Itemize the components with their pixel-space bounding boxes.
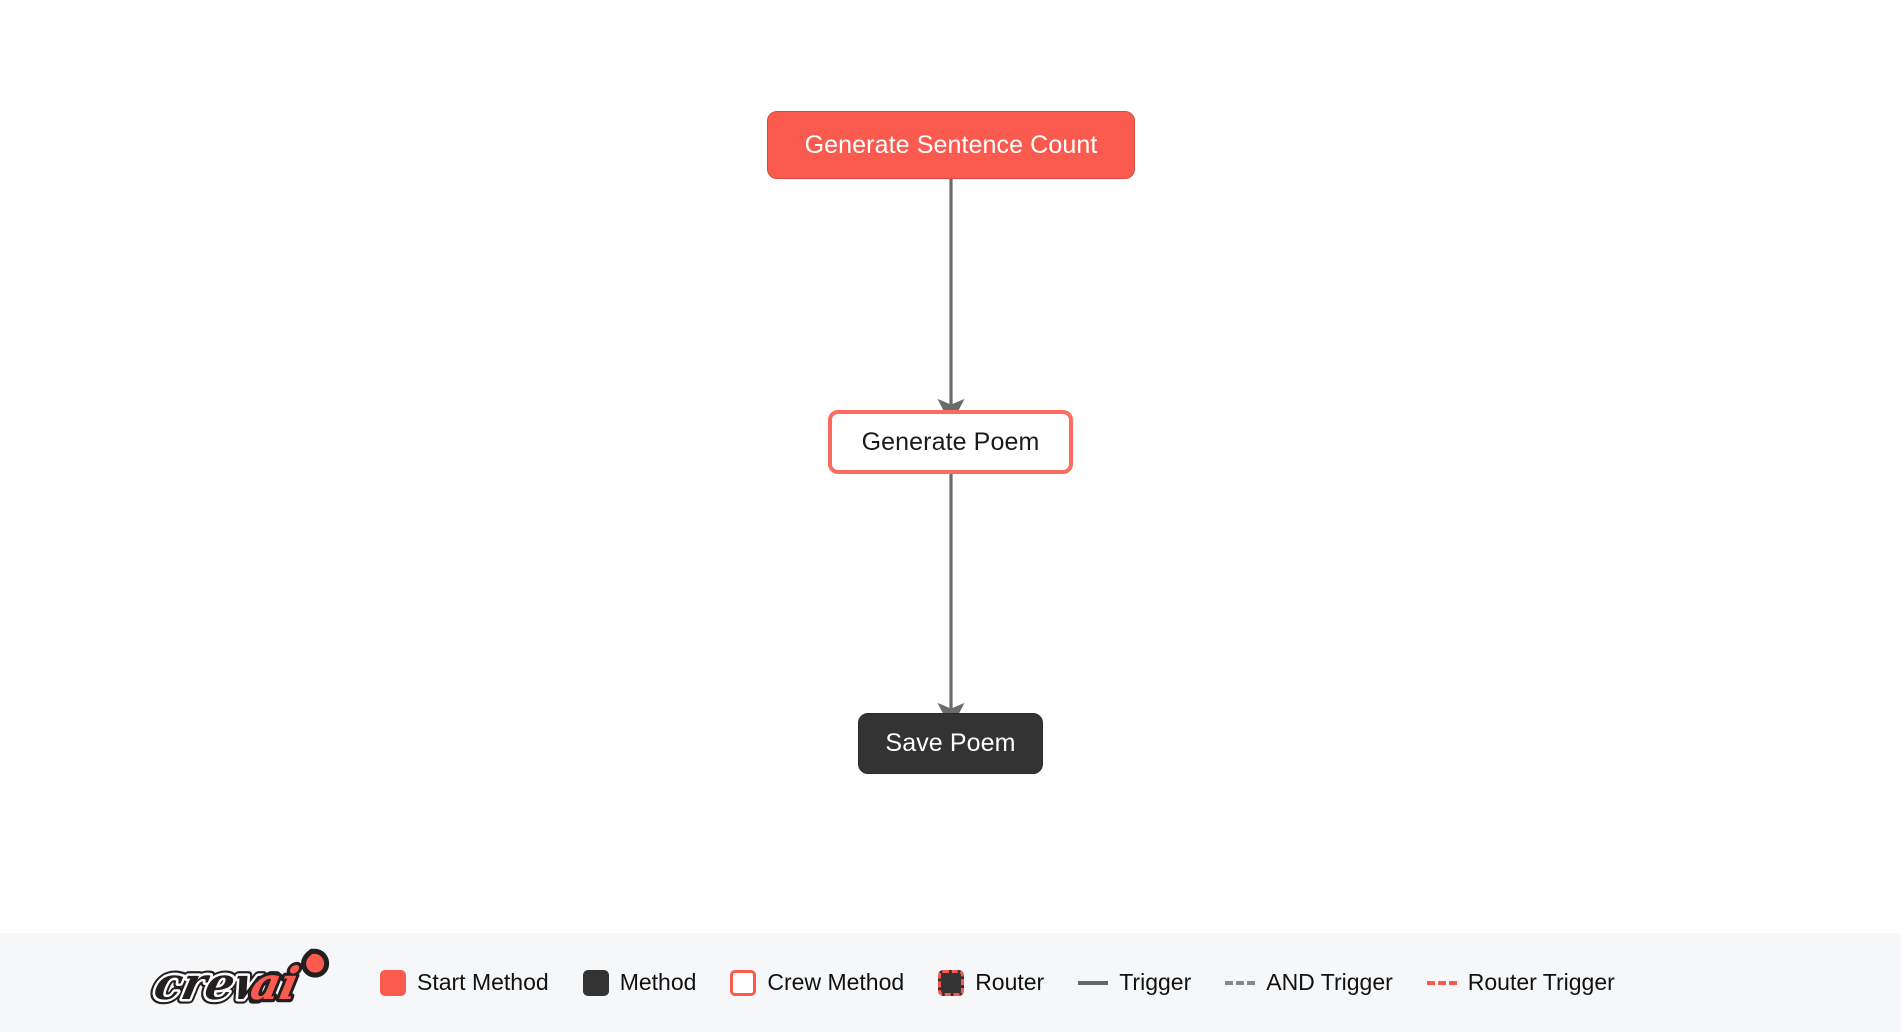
legend-item-router[interactable]: Router [938,969,1045,996]
legend-item-crew-method[interactable]: Crew Method [730,969,905,996]
legend-item-method[interactable]: Method [582,969,697,996]
router-swatch-icon [938,969,965,996]
router-trigger-line-icon [1426,980,1457,985]
legend-items: Start Method Method Crew Method Router T… [380,969,1615,996]
node-save-poem[interactable]: Save Poem [858,713,1043,774]
legend-item-router-trigger[interactable]: Router Trigger [1426,969,1615,995]
and-trigger-line-icon [1225,980,1256,985]
crewai-logo: crew crew ai ai [145,948,330,1014]
svg-text:ai: ai [246,957,303,1009]
node-label: Generate Sentence Count [804,130,1098,159]
legend-label: Start Method [417,969,549,995]
legend-item-and-trigger[interactable]: AND Trigger [1225,971,1393,994]
legend-label: AND Trigger [1266,969,1393,995]
svg-text:ai: ai [246,957,303,1009]
svg-text:crew: crew [150,957,281,1009]
trigger-line-icon [1078,980,1109,985]
node-label: Save Poem [885,729,1016,757]
start-method-swatch-icon [380,969,406,996]
legend-label: Crew Method [767,969,905,995]
legend-label: Trigger [1119,969,1192,995]
legend-item-start-method[interactable]: Start Method [380,969,549,996]
crew-method-swatch-icon [730,969,757,996]
legend-bar: crew crew ai ai Start Method Method Crew… [0,933,1901,1032]
flow-canvas[interactable]: Generate Sentence Count Generate Poem Sa… [0,0,1901,933]
node-generate-poem[interactable]: Generate Poem [828,410,1073,474]
legend-item-trigger[interactable]: Trigger [1078,971,1191,994]
node-label: Generate Poem [861,427,1040,456]
legend-label: Router [975,969,1045,995]
svg-text:crew: crew [150,957,281,1009]
legend-label: Router Trigger [1467,969,1615,995]
method-swatch-icon [582,969,609,996]
node-generate-sentence-count[interactable]: Generate Sentence Count [767,111,1135,179]
legend-label: Method [619,969,697,995]
